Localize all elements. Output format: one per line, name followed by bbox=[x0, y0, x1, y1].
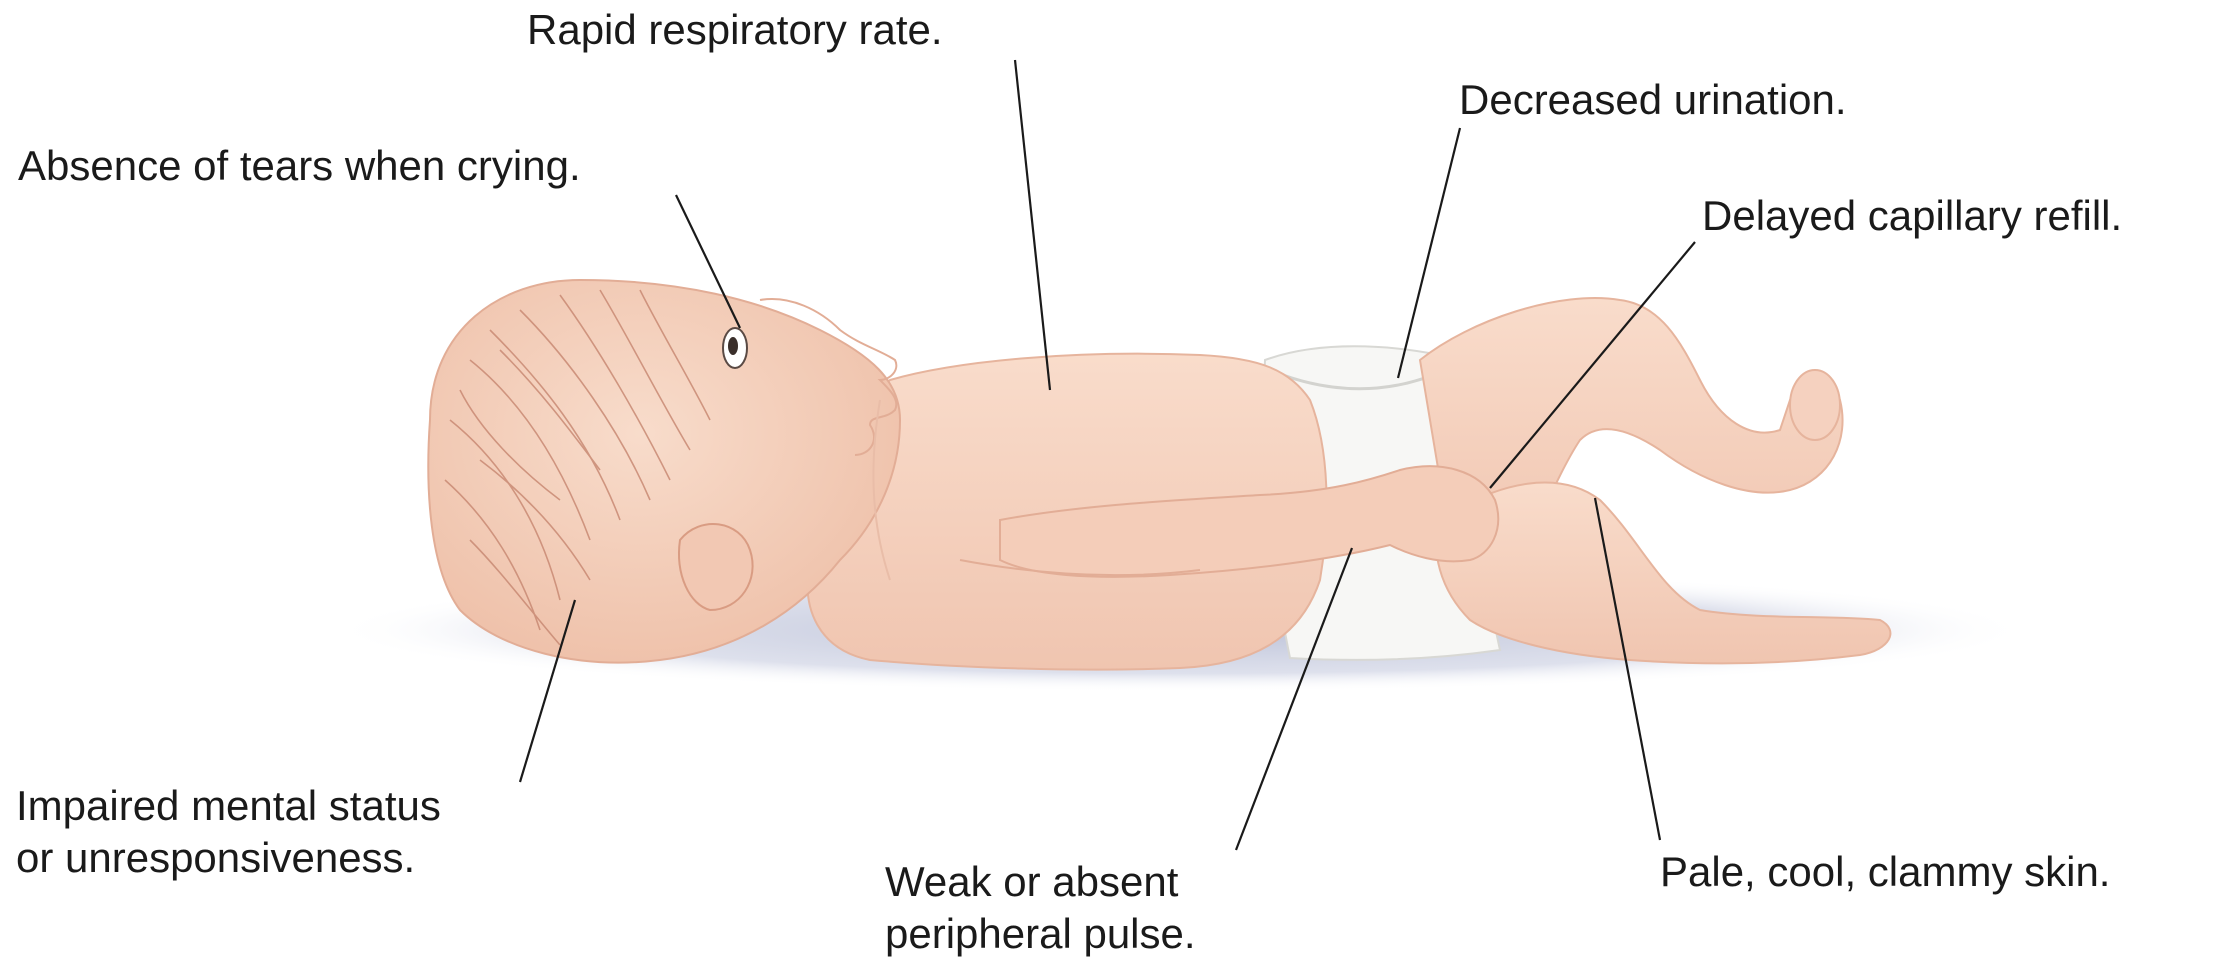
label-decreased-urination: Decreased urination. bbox=[1459, 74, 1847, 126]
label-impaired-mental-status: Impaired mental status or unresponsivene… bbox=[16, 780, 441, 884]
label-mental-line2: or unresponsiveness. bbox=[16, 832, 441, 884]
leader-respiratory bbox=[1015, 60, 1050, 390]
straight-leg bbox=[1436, 483, 1890, 664]
label-weak-peripheral-pulse: Weak or absent peripheral pulse. bbox=[885, 856, 1196, 960]
label-absence-of-tears: Absence of tears when crying. bbox=[18, 140, 581, 192]
label-capillary-text: Delayed capillary refill. bbox=[1702, 190, 2122, 242]
label-pulse-line1: Weak or absent bbox=[885, 856, 1196, 908]
label-mental-line1: Impaired mental status bbox=[16, 780, 441, 832]
label-rapid-respiratory-rate: Rapid respiratory rate. bbox=[527, 4, 943, 56]
label-tears-text: Absence of tears when crying. bbox=[18, 140, 581, 192]
label-pale-cool-clammy-skin: Pale, cool, clammy skin. bbox=[1660, 846, 2110, 898]
label-delayed-capillary-refill: Delayed capillary refill. bbox=[1702, 190, 2122, 242]
label-urination-text: Decreased urination. bbox=[1459, 74, 1847, 126]
label-respiratory-text: Rapid respiratory rate. bbox=[527, 4, 943, 56]
label-skin-text: Pale, cool, clammy skin. bbox=[1660, 846, 2110, 898]
label-pulse-line2: peripheral pulse. bbox=[885, 908, 1196, 960]
